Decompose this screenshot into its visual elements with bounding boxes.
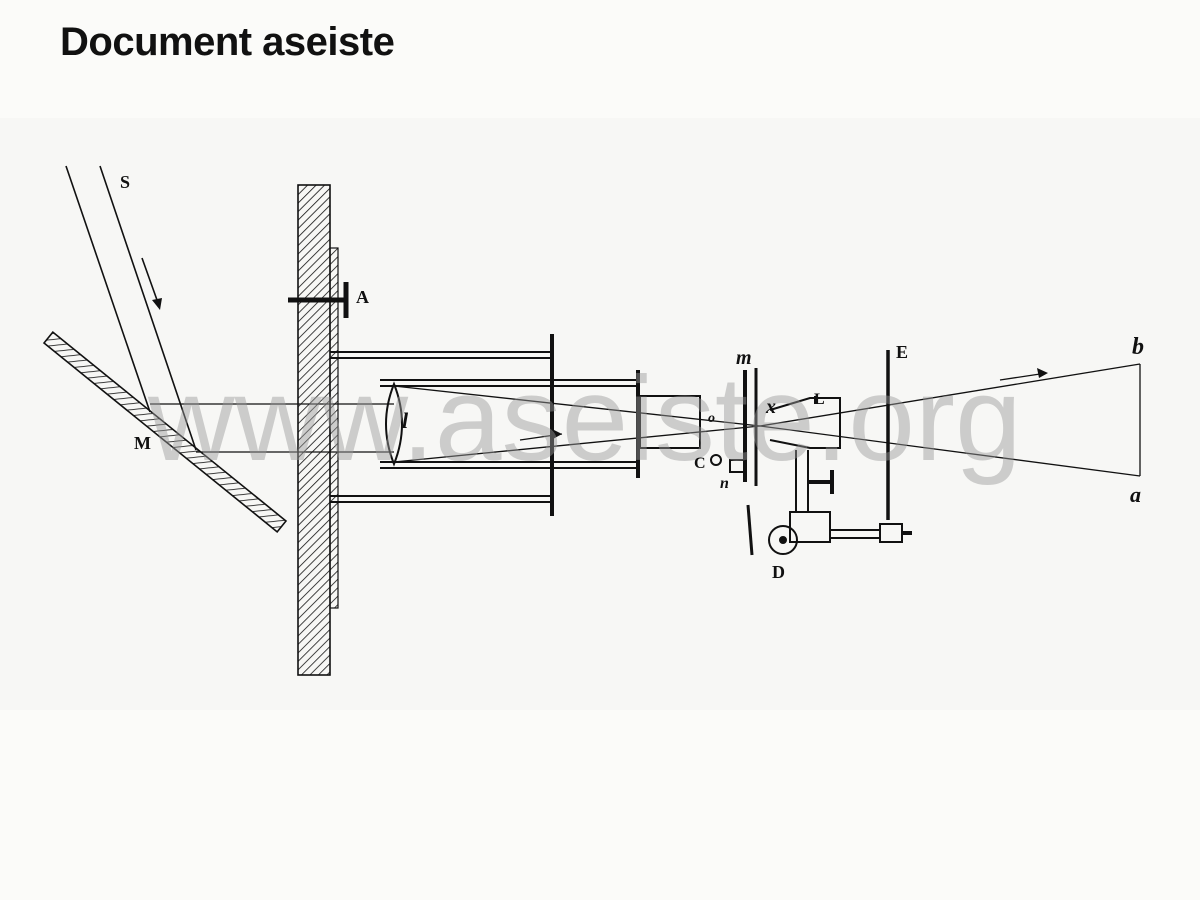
page-title: Document aseiste xyxy=(60,20,395,64)
beam-arrow-icon xyxy=(552,429,562,439)
label-lens-l: l xyxy=(402,408,409,433)
objective-l xyxy=(769,396,841,449)
inner-tube xyxy=(380,370,701,478)
light-beam xyxy=(150,363,1141,477)
incoming-rays xyxy=(65,165,197,451)
label-stage-m: m xyxy=(736,347,752,369)
label-o: o xyxy=(708,411,715,426)
ray-arrow-icon xyxy=(152,298,162,310)
label-a: A xyxy=(356,287,369,307)
label-c: C xyxy=(694,455,706,472)
label-s: S xyxy=(120,172,130,192)
wall xyxy=(297,184,339,676)
label-l-objective: L xyxy=(814,391,825,408)
stage-m xyxy=(710,368,758,556)
watermark: www.aseiste.org xyxy=(147,352,1022,486)
diagram-plate xyxy=(0,118,1200,710)
label-d: D xyxy=(772,562,785,582)
label-a-lower: a xyxy=(1130,482,1141,507)
outer-tube xyxy=(330,334,554,516)
mirror xyxy=(42,331,288,533)
label-b: b xyxy=(1132,334,1144,360)
label-n: n xyxy=(720,475,729,492)
support-d xyxy=(768,450,912,555)
label-e: E xyxy=(896,342,908,362)
label-x: x xyxy=(765,396,776,418)
label-m: M xyxy=(134,433,151,453)
adjusting-screw-a xyxy=(288,282,349,318)
beam-arrow-icon-2 xyxy=(1037,368,1048,378)
